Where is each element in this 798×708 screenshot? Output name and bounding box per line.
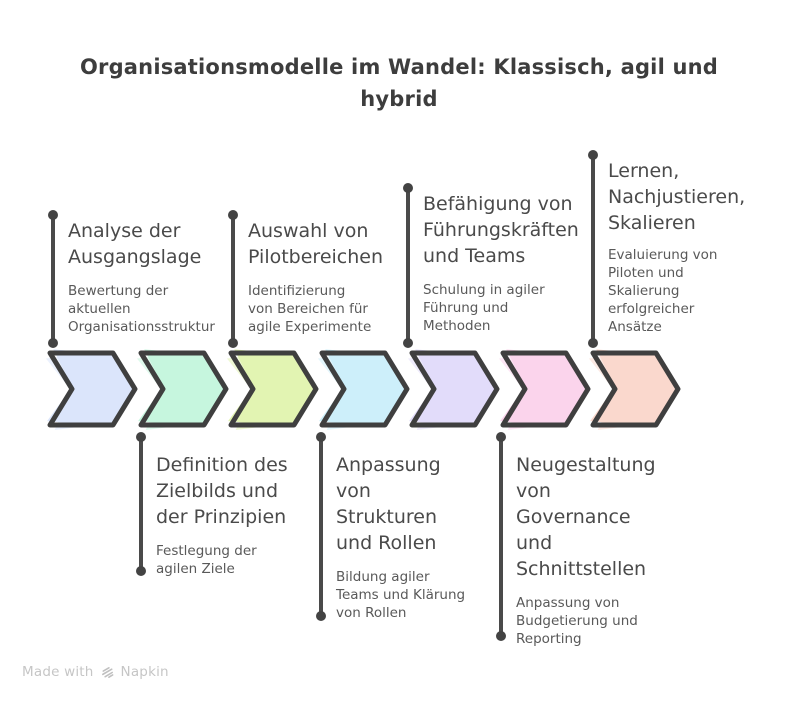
line-end-dot bbox=[136, 432, 146, 442]
step-description: Festlegung der agilen Ziele bbox=[156, 543, 257, 577]
chevron-splash bbox=[590, 349, 678, 427]
line-end-dot bbox=[228, 210, 238, 220]
line-end-dot bbox=[48, 338, 58, 348]
chevron-outline bbox=[228, 350, 319, 428]
chevron-outline bbox=[47, 350, 138, 428]
chevron-outline bbox=[500, 350, 591, 428]
step-title: Lernen, Nachjustieren, Skalieren bbox=[608, 160, 746, 234]
chevron-splash bbox=[409, 349, 497, 427]
step-description: Bewertung der aktuellen Organisationsstr… bbox=[68, 283, 215, 335]
chevron-splash bbox=[500, 349, 588, 427]
made-with-label: Made with bbox=[22, 664, 94, 680]
chevron-outline bbox=[590, 350, 681, 428]
connector-line bbox=[403, 183, 413, 348]
step-title: Definition des Zielbilds und der Prinzip… bbox=[156, 454, 288, 528]
line-end-dot bbox=[228, 338, 238, 348]
step-description: Schulung in agiler Führung und Methoden bbox=[423, 282, 545, 334]
step-title: Analyse der Ausgangslage bbox=[68, 220, 202, 268]
step-title: Neugestaltung von Governance und Schnitt… bbox=[516, 454, 656, 580]
step-description: Evaluierung von Piloten und Skalierung e… bbox=[608, 247, 718, 335]
line-end-dot bbox=[316, 432, 326, 442]
page-title: Organisationsmodelle im Wandel: Klassisc… bbox=[79, 55, 719, 111]
chevron-arrow-step-5 bbox=[407, 349, 501, 430]
chevron-splash bbox=[228, 349, 316, 427]
connector-line bbox=[588, 150, 598, 348]
line-end-dot bbox=[496, 631, 506, 641]
step-title: Befähigung von Führungskräften und Teams bbox=[423, 193, 579, 267]
napkin-logo-icon bbox=[100, 665, 115, 680]
step-title: Anpassung von Strukturen und Rollen bbox=[336, 454, 441, 554]
step-title: Auswahl von Pilotbereichen bbox=[248, 220, 384, 268]
chevron-arrow-step-1 bbox=[45, 349, 139, 430]
connector-line bbox=[496, 432, 506, 641]
line-end-dot bbox=[136, 566, 146, 576]
chevron-arrow-step-4 bbox=[317, 349, 411, 430]
chevron-arrow-step-7 bbox=[588, 349, 682, 430]
chevron-arrow-step-6 bbox=[498, 349, 592, 430]
line-end-dot bbox=[496, 432, 506, 442]
connector-line bbox=[136, 432, 146, 576]
chevron-splash bbox=[138, 349, 226, 427]
connector-line bbox=[48, 210, 58, 348]
step-description: Bildung agiler Teams und Klärung von Rol… bbox=[336, 569, 466, 621]
chevron-outline bbox=[409, 350, 500, 428]
made-with-napkin-link[interactable]: Made with Napkin bbox=[22, 664, 169, 680]
chevron-splash bbox=[319, 349, 407, 427]
line-end-dot bbox=[48, 210, 58, 220]
line-end-dot bbox=[316, 611, 326, 621]
line-end-dot bbox=[403, 338, 413, 348]
line-end-dot bbox=[588, 150, 598, 160]
step-description: Anpassung von Budgetierung und Reporting bbox=[516, 595, 638, 647]
connector-line bbox=[316, 432, 326, 621]
chevron-outline bbox=[138, 350, 229, 428]
connector-line bbox=[228, 210, 238, 348]
chevron-splash bbox=[47, 349, 135, 427]
brand-label: Napkin bbox=[120, 664, 169, 680]
chevron-arrow-step-3 bbox=[226, 349, 320, 430]
line-end-dot bbox=[403, 183, 413, 193]
chevron-arrow-step-2 bbox=[136, 349, 230, 430]
line-end-dot bbox=[588, 338, 598, 348]
chevron-outline bbox=[319, 350, 410, 428]
step-description: Identifizierung von Bereichen für agile … bbox=[248, 283, 372, 335]
